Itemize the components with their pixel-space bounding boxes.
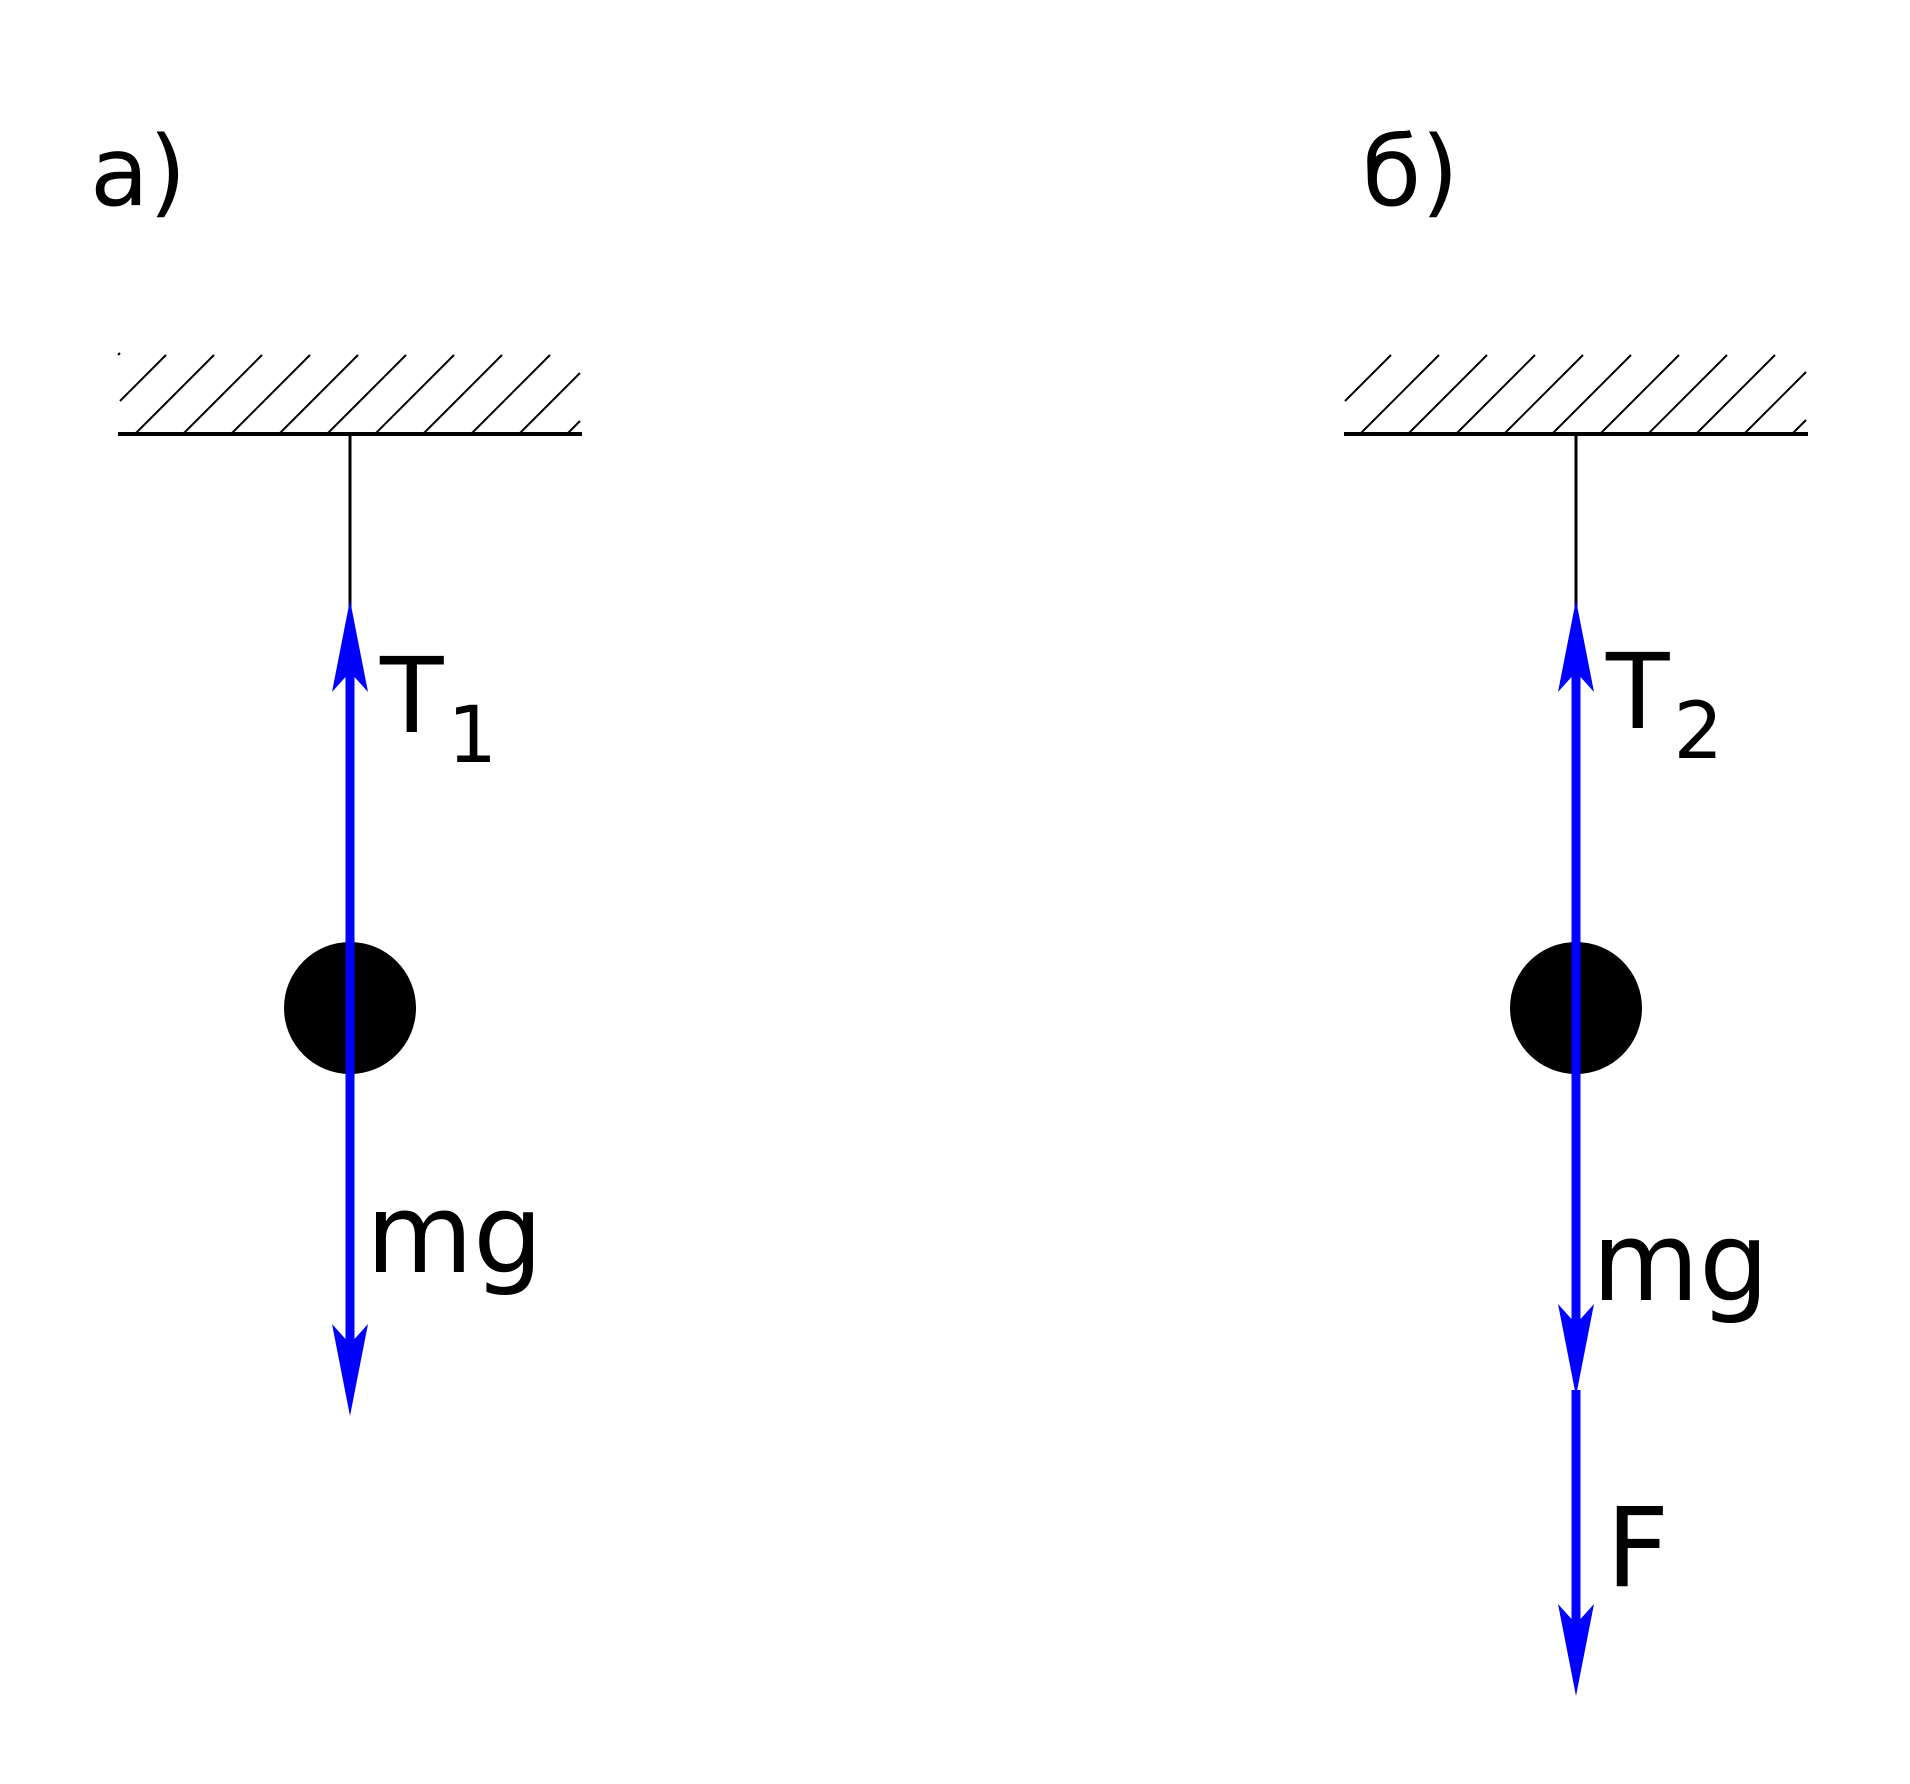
panel-a-tension-arrow (332, 600, 368, 1000)
panel-b-tension-label: T2 (1605, 631, 1723, 777)
panel-a-label: a) (90, 116, 186, 228)
panel-a-tension-label: T1 (379, 635, 497, 781)
panel-b-label: б) (1362, 116, 1459, 228)
panel-a-weight-label: mg (366, 1170, 543, 1298)
panel-a-ceiling-hatch (117, 352, 581, 435)
panel-b-ceiling-hatch (1344, 354, 1807, 435)
panel-b-extra-force-arrow (1558, 1390, 1594, 1696)
panel-b-weight-arrow (1558, 1000, 1594, 1396)
panel-b: б) (1344, 116, 1808, 1696)
panel-a: a) (90, 116, 582, 1416)
panel-b-tension-arrow (1558, 600, 1594, 1000)
panel-a-weight-arrow (332, 1000, 368, 1416)
panel-b-extra-force-label: F (1606, 1484, 1669, 1612)
panel-b-weight-label: mg (1592, 1198, 1769, 1326)
